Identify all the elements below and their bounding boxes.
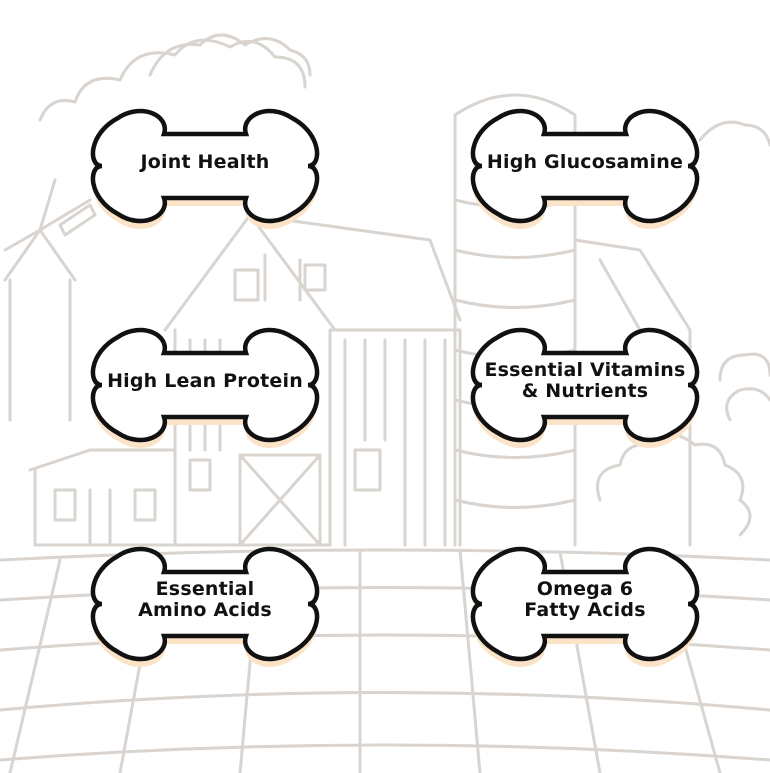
bone-icon: [470, 546, 700, 668]
badge-omega-6-fatty-acids: Omega 6 Fatty Acids: [440, 542, 730, 668]
badge-joint-health: Joint Health: [60, 104, 350, 230]
badge-label: Essential Amino Acids: [138, 578, 272, 621]
badge-label: Essential Vitamins & Nutrients: [484, 359, 686, 402]
badge-high-glucosamine: High Glucosamine: [440, 104, 730, 230]
badge-label: Joint Health: [140, 150, 270, 173]
badge-label: Omega 6 Fatty Acids: [524, 578, 646, 621]
bone-icon: [470, 327, 700, 449]
bone-icon: [90, 327, 320, 449]
bone-icon: [90, 546, 320, 668]
badge-label: High Glucosamine: [486, 150, 684, 173]
bone-icon: [470, 108, 700, 230]
bone-icon: [90, 108, 320, 230]
badge-essential-amino-acids: Essential Amino Acids: [60, 542, 350, 668]
badge-high-lean-protein: High Lean Protein: [60, 323, 350, 449]
badge-label: High Lean Protein: [107, 369, 303, 392]
badge-essential-vitamins: Essential Vitamins & Nutrients: [440, 323, 730, 449]
